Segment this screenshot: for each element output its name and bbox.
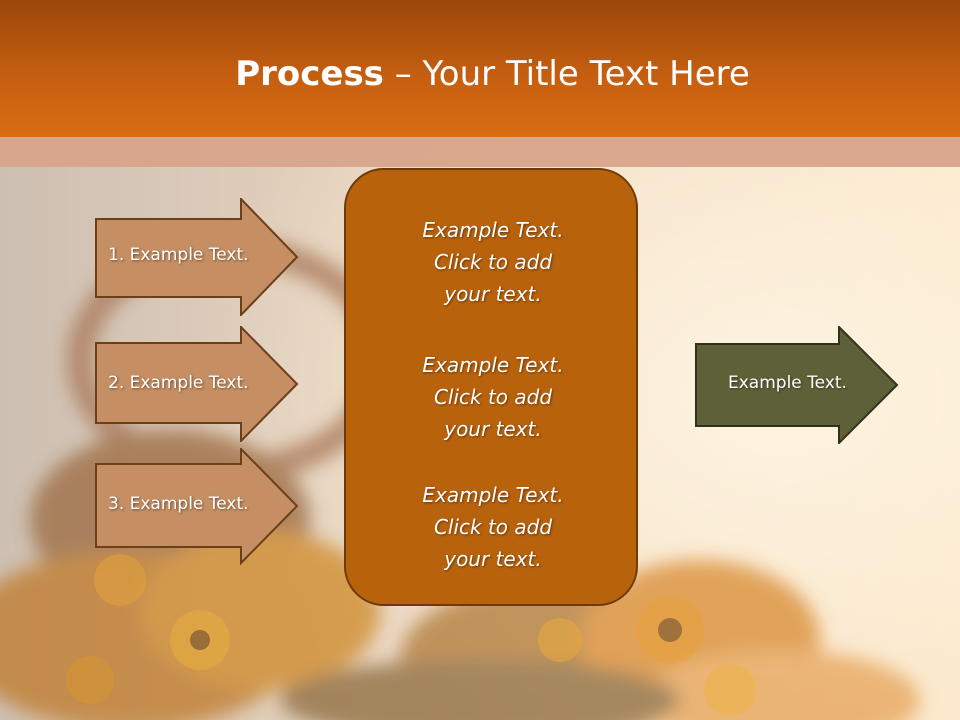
right-arrow-shape-icon (95, 198, 299, 316)
right-arrow-shape-icon (95, 448, 299, 566)
process-arrow-2-label: 2. Example Text. (108, 373, 249, 393)
slide-title: Process – Your Title Text Here (0, 52, 960, 96)
process-arrow-3[interactable]: 3. Example Text. (95, 448, 300, 566)
right-arrow-shape-icon (695, 326, 899, 444)
slide-title-rest: – Your Title Text Here (383, 54, 750, 94)
output-arrow[interactable]: Example Text. (695, 326, 900, 444)
center-paragraph-3: Example Text. Click to add your text. (422, 483, 564, 571)
center-paragraph-2: Example Text. Click to add your text. (422, 353, 564, 441)
header-bar (0, 0, 960, 137)
process-arrow-2[interactable]: 2. Example Text. (95, 326, 300, 442)
right-arrow-shape-icon (95, 326, 299, 442)
header-accent-band (0, 137, 960, 167)
output-arrow-label: Example Text. (728, 373, 847, 393)
process-arrow-1-label: 1. Example Text. (108, 245, 249, 265)
center-paragraph-1: Example Text. Click to add your text. (422, 218, 564, 306)
process-arrow-3-label: 3. Example Text. (108, 494, 249, 514)
process-arrow-1[interactable]: 1. Example Text. (95, 198, 300, 316)
slide-title-bold: Process (235, 54, 384, 94)
center-content-box[interactable]: Example Text. Click to add your text. Ex… (344, 168, 638, 606)
